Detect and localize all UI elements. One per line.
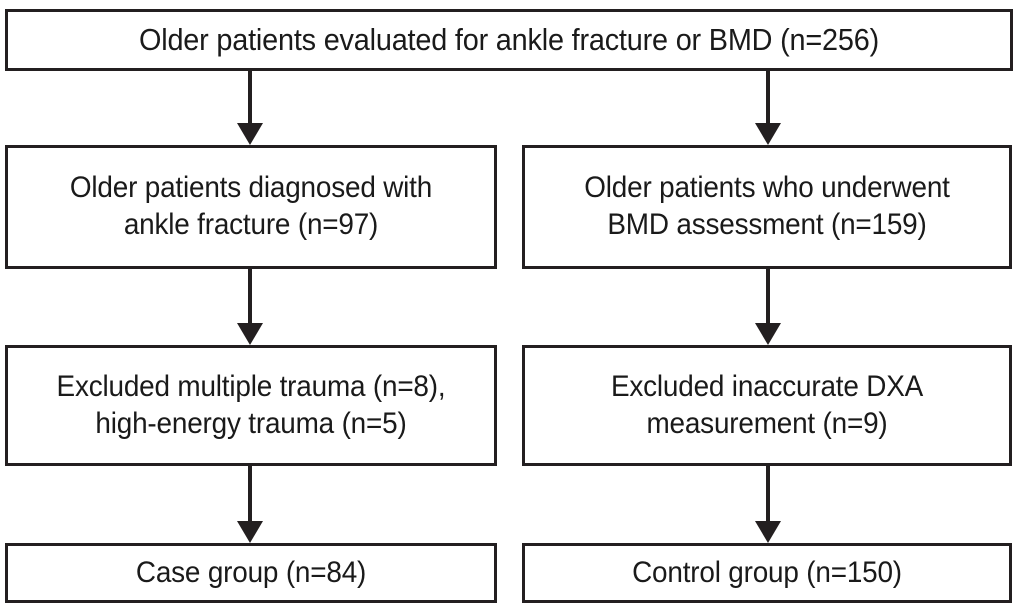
node-control-group: Control group (n=150) [522, 543, 1012, 603]
node-ankle-fracture-diagnosed-label: Older patients diagnosed with ankle frac… [69, 171, 433, 241]
node-bmd-assessment-label: Older patients who underwent BMD assessm… [584, 171, 950, 241]
node-case-group-label: Case group (n=84) [135, 555, 367, 589]
node-all-patients: Older patients evaluated for ankle fract… [5, 9, 1013, 71]
arrow-head-icon [755, 323, 781, 345]
node-excluded-dxa-label: Excluded inaccurate DXA measurement (n=9… [610, 369, 924, 440]
arrow-exclusion-to-control-group [755, 466, 781, 543]
arrow-head-icon [237, 323, 263, 345]
arrow-top-to-ankle-fracture [237, 71, 263, 145]
arrow-head-icon [237, 521, 263, 543]
arrow-shaft [248, 71, 252, 123]
arrow-shaft [248, 269, 252, 323]
arrow-head-icon [237, 123, 263, 145]
arrow-top-to-bmd-assessment [755, 71, 781, 145]
node-excluded-dxa: Excluded inaccurate DXA measurement (n=9… [522, 345, 1012, 466]
node-excluded-trauma-label: Excluded multiple trauma (n=8), high-ene… [56, 369, 446, 440]
arrow-head-icon [755, 521, 781, 543]
node-excluded-trauma: Excluded multiple trauma (n=8), high-ene… [5, 345, 497, 466]
node-all-patients-label: Older patients evaluated for ankle fract… [139, 22, 879, 58]
node-case-group: Case group (n=84) [5, 543, 497, 603]
arrow-shaft [766, 269, 770, 323]
arrow-shaft [766, 466, 770, 521]
arrow-head-icon [755, 123, 781, 145]
node-bmd-assessment: Older patients who underwent BMD assessm… [522, 145, 1012, 269]
arrow-ankle-fracture-to-exclusion [237, 269, 263, 345]
arrow-shaft [766, 71, 770, 123]
node-control-group-label: Control group (n=150) [632, 555, 902, 589]
arrow-shaft [248, 466, 252, 521]
node-ankle-fracture-diagnosed: Older patients diagnosed with ankle frac… [5, 145, 497, 269]
arrow-bmd-to-exclusion [755, 269, 781, 345]
arrow-exclusion-to-case-group [237, 466, 263, 543]
